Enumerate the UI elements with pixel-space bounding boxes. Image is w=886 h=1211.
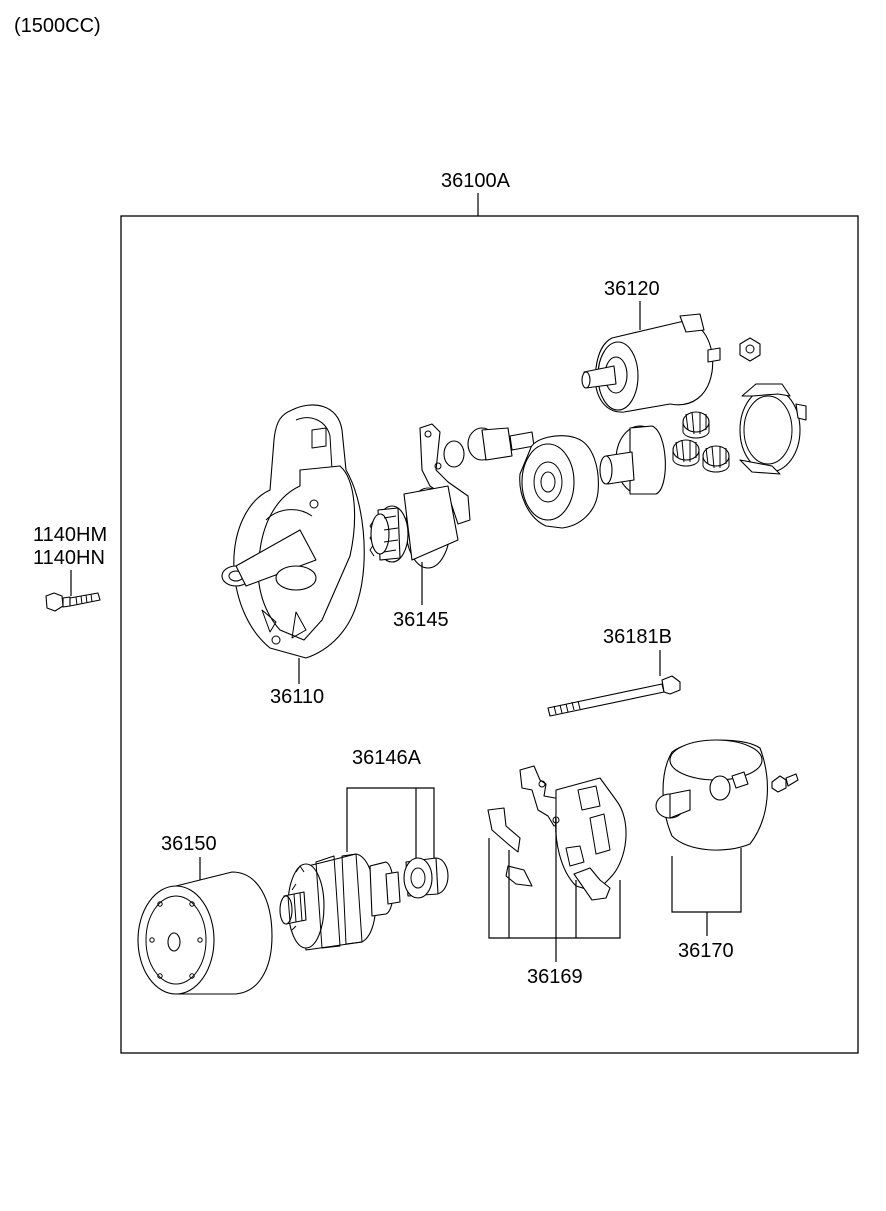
- rear-cover-leader-lines: [671, 848, 742, 913]
- rear-cover-part-number: 36170: [678, 940, 734, 962]
- through-bolt-icon: [547, 675, 681, 717]
- planetary-gear-3-icon: [702, 445, 730, 473]
- assembly-frame: [120, 215, 859, 1054]
- bolt-part-number-hm: 1140HM: [33, 524, 107, 546]
- through-bolt-part-number: 36181B: [603, 626, 672, 648]
- solenoid-switch-icon: [581, 313, 761, 413]
- drive-lever-and-clutch-icon: [369, 423, 471, 569]
- brush-holder-icon: [487, 765, 627, 901]
- solenoid-part-number: 36120: [604, 278, 660, 300]
- brush-holder-part-number: 36169: [527, 966, 583, 988]
- housing-part-number: 36110: [270, 686, 324, 708]
- drive-housing-icon: [221, 404, 365, 659]
- internal-gear-case-icon: [519, 435, 599, 529]
- plunger-and-ball-icon: [443, 427, 535, 468]
- planetary-gear-2-icon: [672, 439, 700, 467]
- armature-icon: [279, 853, 401, 951]
- yoke-part-number: 36150: [161, 833, 217, 855]
- assembly-part-number: 36100A: [441, 170, 511, 192]
- ring-gear-icon: [739, 383, 807, 475]
- yoke-field-frame-icon: [137, 871, 273, 995]
- planetary-carrier-icon: [599, 425, 666, 495]
- planetary-gear-1-icon: [682, 411, 710, 439]
- drive-clutch-part-number: 36145: [393, 609, 449, 631]
- bolt-part-number-hn: 1140HN: [33, 547, 105, 569]
- armature-leader-lines: [346, 787, 435, 862]
- brush-holder-leader-lines: [488, 818, 621, 939]
- armature-part-number: 36146A: [352, 747, 422, 769]
- armature-bearing-icon: [403, 857, 449, 899]
- flange-bolt-icon: [45, 592, 101, 612]
- rear-cover-icon: [655, 739, 768, 851]
- engine-note: (1500CC): [14, 15, 101, 37]
- rear-cover-screw-icon: [771, 773, 799, 793]
